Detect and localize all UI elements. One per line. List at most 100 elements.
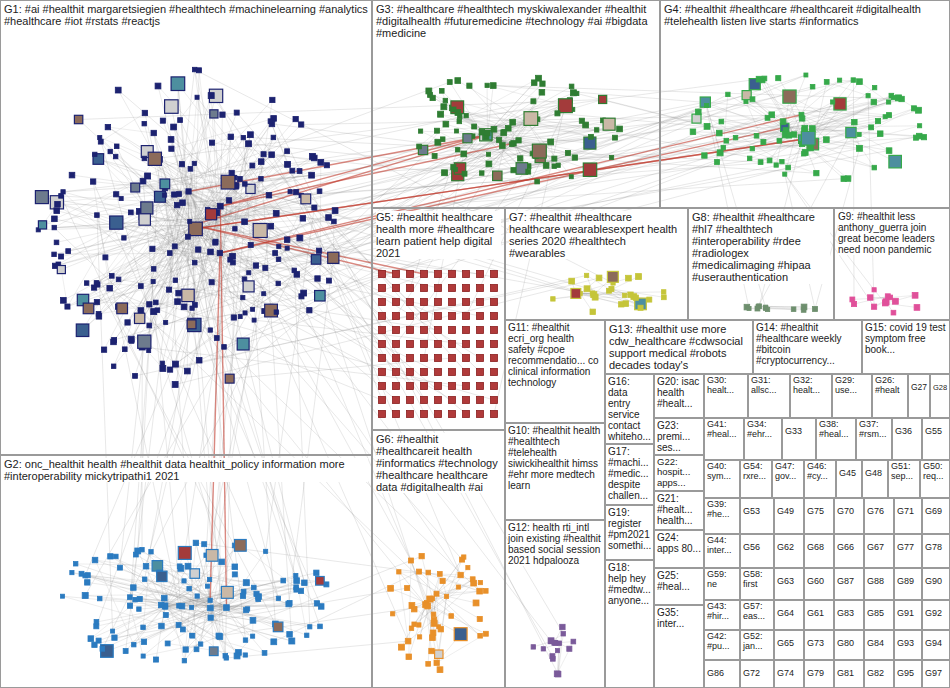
vertex: [149, 550, 153, 554]
edge-line: [97, 285, 382, 401]
vertex: [133, 597, 138, 602]
vertex: [851, 78, 856, 83]
vertex: [76, 324, 89, 337]
edge-line: [142, 347, 143, 550]
group-box: G4: #healthit #healthcare #healthcareit …: [660, 0, 950, 208]
vertex: [802, 150, 808, 156]
vertex: [309, 153, 315, 159]
vertex: [769, 112, 775, 118]
vertex: [590, 291, 594, 295]
vertex: [484, 589, 489, 594]
group-box: G10: #healthit health #healthtech #teleh…: [505, 423, 605, 520]
group-label: G22: hospit... apps...: [657, 457, 701, 488]
vertex: [142, 110, 147, 115]
edge-line: [54, 253, 220, 254]
vertex: [407, 383, 414, 390]
vertex: [269, 152, 275, 158]
vertex: [393, 383, 400, 390]
vertex: [756, 76, 762, 82]
vertex: [393, 285, 400, 292]
edge-line: [169, 99, 902, 290]
vertex: [83, 303, 94, 314]
vertex: [228, 134, 233, 139]
edge-line: [165, 195, 297, 581]
vertex: [704, 123, 710, 129]
vertex: [393, 313, 400, 320]
vertex: [776, 76, 781, 81]
vertex: [912, 106, 917, 111]
edge-line: [131, 212, 253, 309]
vertex: [883, 115, 887, 119]
group-box: G39: #he...: [704, 498, 740, 534]
group-box: G50: req...: [920, 460, 950, 498]
group-label: G6: #healthit #healthcareit health #info…: [376, 433, 501, 493]
vertex: [379, 411, 386, 418]
vertex: [135, 313, 145, 323]
vertex: [253, 263, 258, 268]
edge-line: [429, 91, 482, 132]
vertex: [456, 585, 460, 589]
vertex: [192, 161, 196, 165]
vertex: [113, 154, 118, 159]
vertex: [524, 112, 538, 126]
group-box: G33: [782, 418, 816, 460]
vertex: [197, 358, 203, 364]
vertex: [767, 158, 772, 163]
group-box: G90: [922, 568, 950, 600]
vertex: [585, 273, 589, 277]
vertex: [147, 349, 151, 353]
group-label: G90: [925, 577, 942, 587]
vertex: [128, 595, 133, 600]
vertex: [138, 335, 151, 348]
edge-line: [306, 199, 564, 634]
edge-line: [216, 96, 304, 293]
vertex: [318, 624, 323, 629]
vertex: [456, 148, 460, 152]
vertex: [208, 249, 214, 255]
edge-line: [97, 118, 768, 302]
edge-line: [220, 135, 486, 207]
vertex: [221, 175, 235, 189]
vertex: [233, 227, 237, 231]
edge-line: [208, 210, 396, 345]
edge-line: [251, 102, 706, 189]
edge-line: [189, 135, 488, 191]
edge-line: [482, 113, 558, 132]
group-label: G63: [777, 577, 794, 587]
vertex: [470, 577, 475, 582]
vertex: [301, 194, 311, 204]
edge-line: [196, 199, 306, 229]
vertex: [407, 341, 414, 348]
vertex: [539, 90, 545, 96]
vertex: [427, 596, 433, 602]
vertex: [705, 103, 709, 107]
vertex: [116, 277, 121, 282]
group-box: G44: inter...: [704, 534, 740, 568]
vertex: [814, 171, 819, 176]
vertex: [491, 397, 498, 404]
group-label: G29: use...: [835, 376, 869, 396]
vertex: [177, 604, 182, 609]
vertex: [432, 154, 437, 159]
vertex: [182, 289, 194, 301]
vertex: [589, 134, 594, 139]
vertex: [285, 161, 291, 167]
vertex: [435, 313, 442, 320]
vertex: [94, 300, 99, 305]
vertex: [449, 271, 456, 278]
vertex: [94, 281, 99, 286]
group-box: G56: [740, 534, 774, 568]
vertex: [463, 369, 470, 376]
vertex: [491, 369, 498, 376]
vertex: [112, 635, 117, 640]
group-box: G76: [864, 498, 894, 534]
group-box: G11: #healthit ecri_org health safety #c…: [505, 320, 605, 423]
vertex: [111, 364, 116, 369]
vertex: [491, 285, 498, 292]
group-box: G3: #healthcare #healthtech myskiwalexan…: [372, 0, 660, 208]
vertex: [332, 219, 337, 224]
edge-line: [63, 119, 697, 192]
vertex: [61, 594, 65, 598]
vertex: [449, 369, 456, 376]
vertex: [379, 299, 386, 306]
